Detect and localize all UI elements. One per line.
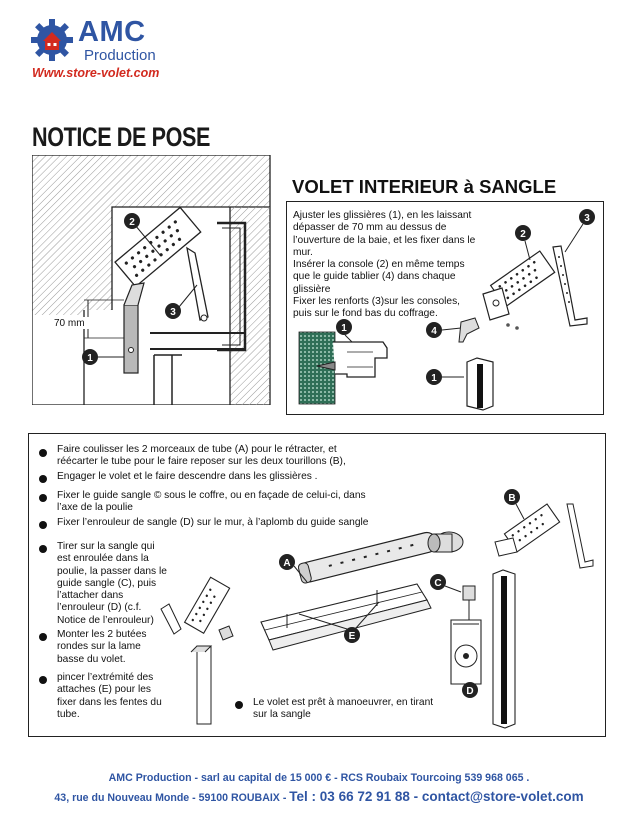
parts-illustration: 3 2 1 4 1 [298,209,595,411]
callout-3-icon [579,209,595,225]
shutter-assembly-illustration: A E B C [160,489,594,729]
callout-label: 2 [520,229,526,240]
step-line: Le volet est prêt à manoeuvrer, en tiran… [253,697,434,708]
info-line: puis sur le fond bas du coffrage. [293,308,438,320]
info-line: l’ouverture de la baie, et les fixer dan… [293,234,476,246]
callout-4-icon [426,322,442,338]
step-item: Engager le volet et le faire descendre d… [57,471,417,483]
callout-1-icon [426,369,442,385]
callout-label: C [434,578,441,589]
step-line: Notice de l’enrouleur) [57,614,154,626]
footer-company-info: AMC Production - sarl au capital de 15 0… [108,772,530,784]
callout-label: 1 [431,373,437,384]
callout-2-icon [515,225,531,241]
callout-e-icon [344,627,360,643]
brand-subtitle: Production [84,47,156,64]
callout-label: 3 [170,307,176,318]
step-item: Fixer le guide sangle © sous le coffre, … [57,490,437,515]
bullet-icon [39,633,47,641]
callout-label: E [349,631,356,642]
bullet-icon [39,494,47,502]
footer-address: 43, rue du Nouveau Monde - 59100 ROUBAIX… [54,792,290,804]
callout-d-icon [462,682,478,698]
step-line: Engager le volet et le faire descendre d… [57,471,318,482]
callout-1-icon [336,319,352,335]
step-line: réécarter le tube pour le faire reposer … [57,456,346,468]
step-line: basse du volet. [57,653,126,665]
callout-1-icon [82,349,98,365]
step-line: tube. [57,708,80,720]
step-line: poulie, la passer dans le [57,565,167,577]
installation-info-box: 3 2 1 4 1 Ajuster les glissières (1), en… [286,201,604,415]
step-line: attaches (E) pour les [57,684,151,696]
callout-label: 1 [341,323,347,334]
callout-b-icon [504,489,520,505]
step-item: Faire coulisser les 2 morceaux de tube (… [57,444,417,469]
info-line: Ajuster les glissières (1), en les laiss… [293,210,472,221]
bullet-icon [235,701,243,709]
step-item: Monter les 2 butées rondes sur la lame b… [57,629,197,666]
info-line: mur. [293,246,313,258]
bullet-icon [39,545,47,553]
info-line: Insérer la console (2) en même temps [293,259,465,271]
step-line: rondes sur la lame [57,641,141,653]
callout-label: 1 [87,353,93,364]
step-line: Faire coulisser les 2 morceaux de tube (… [57,444,337,455]
info-line: Fixer les renforts (3)sur les consoles, [293,296,461,308]
bullet-icon [39,521,47,529]
step-line: Fixer l’enrouleur de sangle (D) sur le m… [57,517,369,528]
info-instructions: Ajuster les glissières (1), en les laiss… [293,210,493,321]
step-line: l’axe de la poulie [57,502,133,514]
callout-c-icon [430,574,446,590]
step-line: l’enrouleur (D) (c.f. [57,602,142,614]
info-line: glissière [293,283,331,295]
step-item: Tirer sur la sangle qui est enroulée dan… [57,541,207,627]
callout-2-icon [124,213,140,229]
assembly-steps-box: A E B C [28,433,606,737]
callout-3-icon [165,303,181,319]
company-logo: AMC Production Www.store-volet.com [26,14,176,82]
callout-a-icon [279,554,295,570]
info-line: que le guide tablier (4) dans chaque [293,271,456,283]
step-item: pincer l’extrémité des attaches (E) pour… [57,672,207,721]
step-line: Tirer sur la sangle qui [57,541,155,552]
step-line: pincer l’extrémité des [57,672,154,683]
callout-label: 3 [584,213,590,224]
step-line: Fixer le guide sangle © sous le coffre, … [57,490,366,501]
console-mounting-diagram: 70 mm 2 3 1 [32,155,271,405]
website-link[interactable]: Www.store-volet.com [32,66,160,80]
step-item: Le volet est prêt à manoeuvrer, en tiran… [253,697,473,722]
step-line: est enroulée dans la [57,553,149,565]
footer-phone-email[interactable]: Tel : 03 66 72 91 88 - contact@store-vol… [289,789,584,804]
info-line: dépasser de 70 mm au dessus de [293,222,447,234]
step-line: guide sangle (C), puis [57,577,157,589]
dimension-label: 70 mm [54,318,85,329]
bullet-icon [39,449,47,457]
bullet-icon [39,676,47,684]
callout-label: B [508,493,515,504]
brand-name: AMC [78,16,146,48]
callout-label: D [466,686,473,697]
gear-house-icon [31,19,73,61]
callout-label: A [283,558,290,569]
bullet-icon [39,475,47,483]
step-line: l’attacher dans [57,590,124,602]
step-line: Monter les 2 butées [57,629,147,640]
callout-label: 2 [129,217,135,228]
step-line: sur la sangle [253,709,311,721]
product-title: VOLET INTERIEUR à SANGLE [292,176,557,197]
callout-label: 4 [431,326,437,337]
footer-contact: 43, rue du Nouveau Monde - 59100 ROUBAIX… [0,788,638,806]
document-title: NOTICE DE POSE [32,122,211,152]
step-item: Fixer l’enrouleur de sangle (D) sur le m… [57,517,437,529]
step-line: fixer dans les fentes du [57,696,162,708]
